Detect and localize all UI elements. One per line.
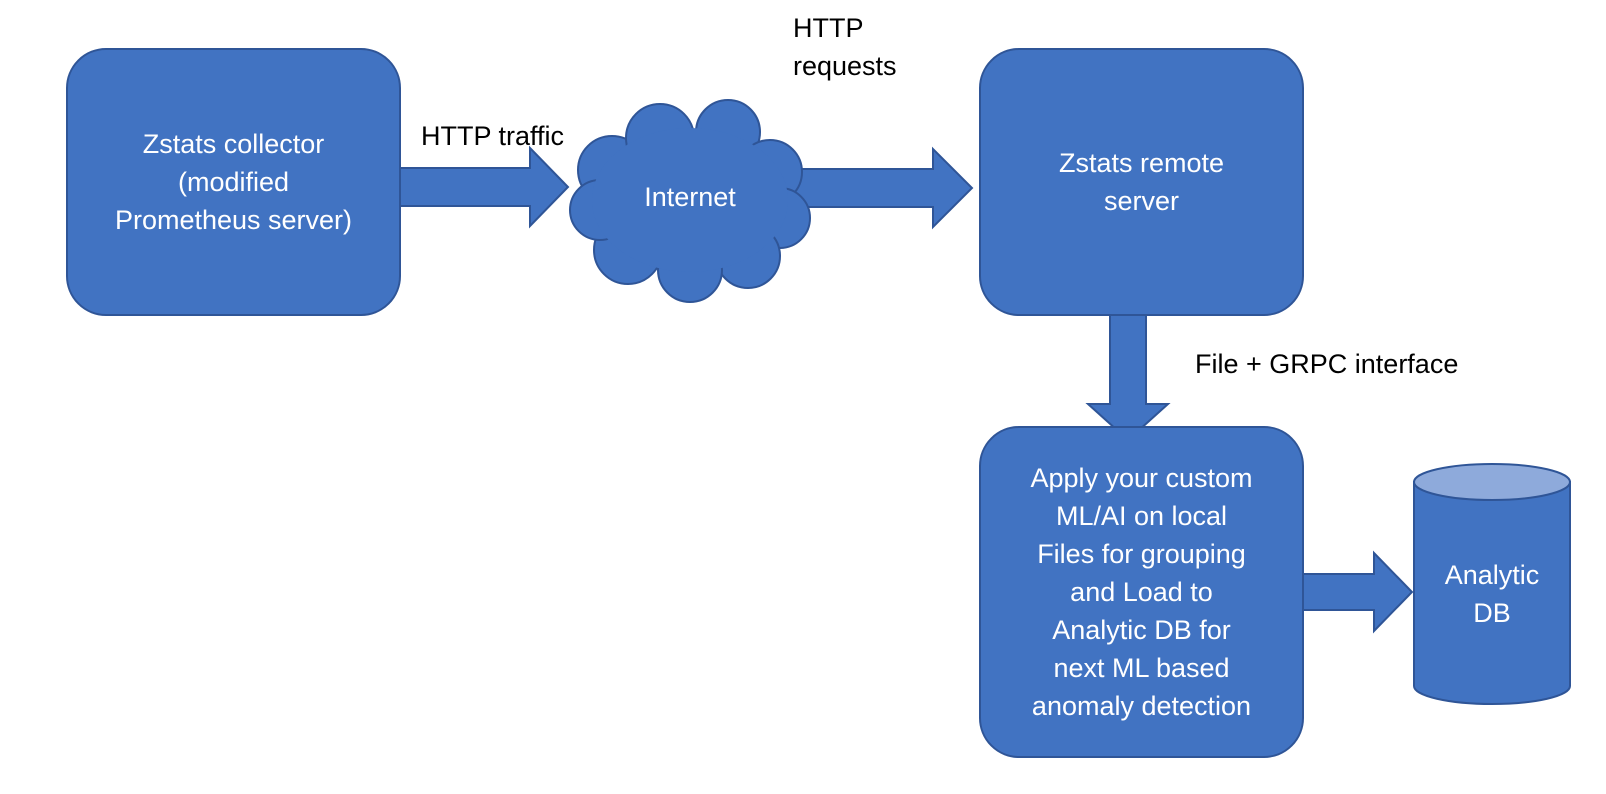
arrow-ml-to-db: [1293, 550, 1414, 634]
internet-cloud: [569, 99, 811, 303]
collector-node: Zstats collector (modified Prometheus se…: [66, 48, 401, 316]
remote-server-node: Zstats remote server: [979, 48, 1304, 316]
ml-process-node: Apply your custom ML/AI on local Files f…: [979, 426, 1304, 758]
edge-label-http-traffic: HTTP traffic: [421, 121, 565, 151]
arrow-internet-to-remote: [794, 146, 974, 230]
collector-label: Zstats collector (modified Prometheus se…: [114, 129, 353, 235]
arrow-remote-to-ml: [1085, 311, 1171, 442]
ml-process-label: Apply your custom ML/AI on local Files f…: [1030, 463, 1253, 721]
internet-label: Internet: [644, 182, 736, 212]
arrow-collector-to-internet: [396, 145, 570, 229]
edge-label-http-requests: HTTP requests: [793, 13, 897, 81]
edge-label-file-grpc: File + GRPC interface: [1195, 349, 1459, 379]
analytic-db-cylinder: [1413, 463, 1571, 705]
remote-server-label: Zstats remote server: [1058, 148, 1225, 216]
analytic-db-label: Analytic DB: [1444, 560, 1540, 628]
